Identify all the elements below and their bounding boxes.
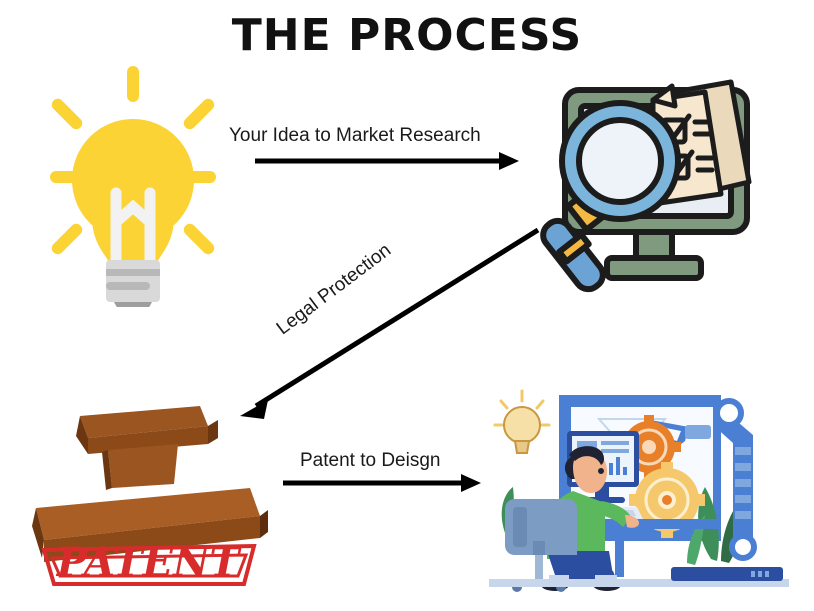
design-workstation-illustration: [489, 383, 789, 598]
floor-base: [489, 567, 789, 587]
patent-stamp-text: PATENT: [56, 539, 243, 586]
arrow-idea-to-research: [255, 152, 519, 170]
lightbulb-base: [106, 260, 160, 324]
magnifying-glass: [540, 100, 681, 293]
arrow-patent-to-design: [283, 474, 481, 492]
step-label-idea-to-research: Your Idea to Market Research: [229, 125, 481, 146]
patent-imprint: PATENT: [41, 539, 257, 586]
lightbulb-illustration: [28, 62, 238, 324]
page-title: THE PROCESS: [231, 10, 583, 61]
lightbulb-glass: [72, 119, 194, 267]
office-chair: [505, 499, 577, 592]
market-research-illustration: [535, 76, 770, 313]
idea-bulb: [493, 389, 551, 454]
arrow-legal-protection: [240, 227, 540, 419]
step-label-patent-to-design: Patent to Deisgn: [300, 450, 441, 471]
gear-yellow: [629, 462, 705, 538]
lightbulb-filament: [110, 187, 156, 268]
patent-stamp-illustration: PATENT: [22, 398, 272, 593]
